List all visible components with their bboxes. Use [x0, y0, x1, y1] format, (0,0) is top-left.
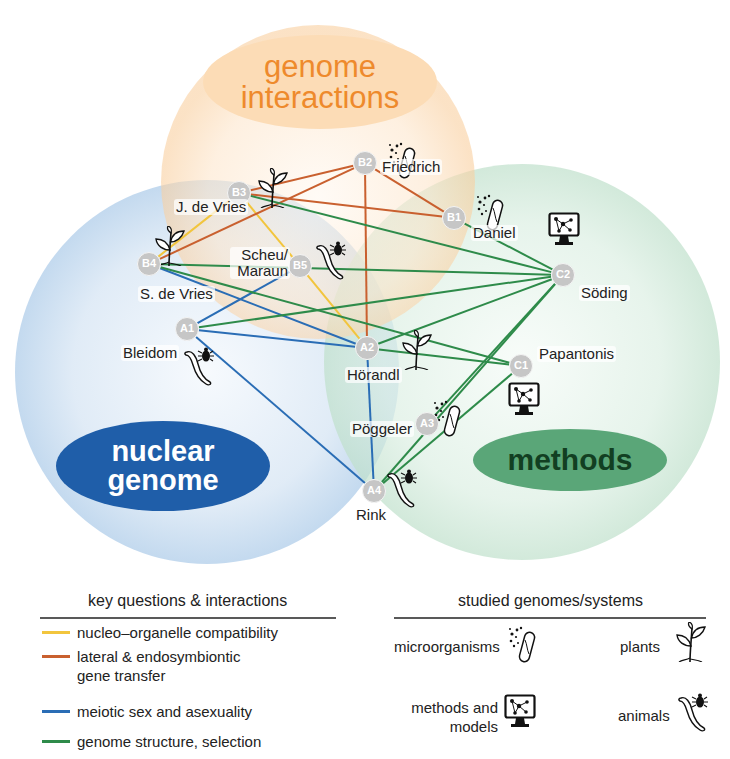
ellipse-fill [203, 35, 437, 129]
ellipse-fill [473, 429, 667, 491]
plant-icon [259, 168, 287, 208]
project-leader-name: Hörandl [345, 367, 402, 383]
project-circle: C2Söding [551, 263, 575, 287]
legend-line-swatch [42, 710, 70, 713]
legend-heading: studied genomes/systems [458, 592, 643, 610]
project-circle: B4S. de Vries [137, 252, 161, 276]
project-code: C1 [510, 355, 532, 376]
region-label-ellipse: nuclear genome [55, 420, 271, 512]
animal-icon [185, 348, 214, 385]
plant-icon [403, 330, 431, 370]
legend-text: meiotic sex and asexuality [77, 702, 337, 721]
project-code: A3 [416, 413, 438, 434]
animal-icon [317, 242, 346, 279]
interaction-line [160, 268, 356, 343]
project-circle: B2Friedrich [353, 151, 377, 175]
region-label-ellipse: genome interactions [202, 34, 438, 130]
project-circle: B1Daniel [442, 206, 466, 230]
project-code: B1 [443, 207, 465, 228]
legend-text: animals [618, 706, 678, 725]
legend-line-swatch [42, 655, 70, 658]
computer-icon [506, 696, 535, 728]
project-code: A4 [363, 480, 385, 501]
interaction-line [365, 175, 367, 336]
legend-heading: key questions & interactions [88, 592, 287, 610]
interaction-line [199, 330, 355, 346]
animal-icon [679, 694, 708, 731]
project-leader-name: Daniel [471, 225, 518, 241]
legend-rule [40, 617, 336, 619]
region-title: genome interactions [225, 51, 415, 113]
plant-icon [677, 622, 705, 662]
legend-text: methods and models [398, 698, 498, 736]
region-label-ellipse: methods [472, 428, 668, 492]
project-leader-name: Scheu/ Maraun [230, 247, 290, 279]
microorganism-icon [509, 627, 536, 663]
region-title: nuclear genome [78, 437, 248, 495]
interaction-line [378, 279, 552, 344]
interaction-line [161, 264, 551, 274]
project-code: B4 [138, 253, 160, 274]
project-leader-name: S. de Vries [138, 286, 215, 302]
project-code: B5 [289, 255, 311, 276]
project-leader-name: Bleidom [121, 345, 179, 361]
project-circle: A1Bleidom [175, 317, 199, 341]
project-code: C2 [552, 264, 574, 285]
legend-text: genome structure, selection [77, 732, 337, 751]
project-circle: A3Pöggeler [415, 412, 439, 436]
interaction-line [379, 349, 509, 364]
project-leader-name: Pöggeler [350, 421, 414, 437]
legend-rule [394, 617, 706, 619]
project-circle: A2Hörandl [355, 336, 379, 360]
project-leader-name: Friedrich [380, 159, 442, 175]
legend-text: lateral & endosymbiontic gene transfer [77, 647, 277, 685]
project-leader-name: Rink [354, 507, 388, 523]
legend-line-swatch [42, 631, 70, 634]
legend-text: nucleo–organelle compatibility [77, 623, 337, 642]
project-code: A2 [356, 337, 378, 358]
computer-icon [510, 384, 539, 416]
computer-icon [550, 214, 579, 246]
interaction-line [199, 277, 551, 328]
project-circle: B3J. de Vries [227, 181, 251, 205]
project-circle: A4Rink [362, 479, 386, 503]
project-circle: B5Scheu/ Maraun [288, 254, 312, 278]
legend-text: microorganisms [394, 637, 500, 656]
animal-icon [388, 470, 417, 507]
legend-line-swatch [42, 740, 70, 743]
project-leader-name: J. de Vries [174, 199, 248, 215]
project-circle: C1Papantonis [509, 354, 533, 378]
project-code: B2 [354, 152, 376, 173]
project-code: A1 [176, 318, 198, 339]
interaction-line [251, 194, 442, 216]
project-leader-name: Söding [579, 285, 630, 301]
ellipse-fill [56, 421, 270, 511]
region-title: methods [495, 445, 645, 475]
legend-text: plants [620, 637, 680, 656]
interaction-line [375, 169, 444, 211]
project-leader-name: Papantonis [537, 346, 616, 362]
interaction-line [465, 224, 553, 270]
interaction-line [160, 168, 354, 259]
